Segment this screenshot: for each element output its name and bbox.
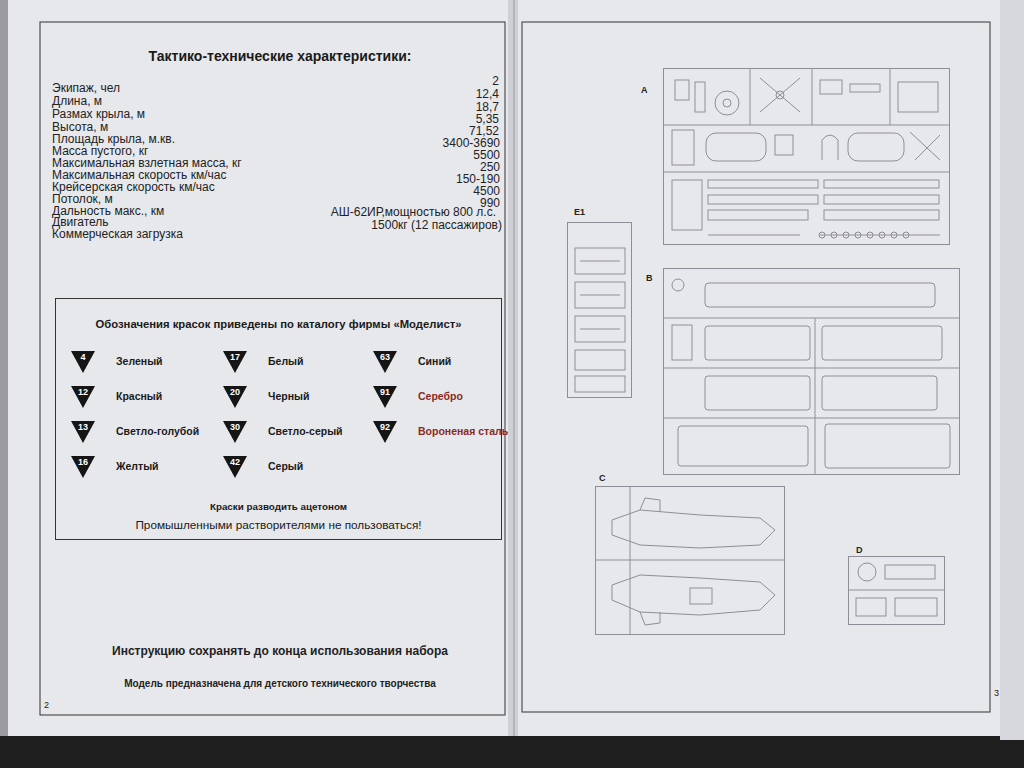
paint-number: 13 [71, 422, 95, 432]
page-number: 2 [44, 700, 49, 710]
spec-label: Экипаж, чел [52, 82, 120, 96]
paint-name: Белый [268, 355, 303, 367]
paint-number: 63 [373, 352, 397, 362]
sprue-letter: A [641, 85, 648, 95]
paint-name: Светло-голубой [116, 425, 199, 437]
paint-name: Вороненая сталь [418, 425, 508, 437]
sprue-letter: B [646, 273, 653, 283]
paint-number: 16 [71, 457, 95, 467]
spec-label: Длина, м [52, 95, 102, 109]
paint-name: Серебро [418, 390, 463, 402]
sprue-frame: E1 [567, 222, 632, 398]
paint-number: 91 [373, 387, 397, 397]
paint-name: Черный [268, 390, 309, 402]
spec-label: Коммерческая загрузка [52, 228, 183, 242]
paint-marker: 91Серебро [373, 386, 397, 408]
paint-legend-box: Обозначения красок приведены по каталогу… [55, 298, 502, 540]
paint-marker: 92Вороненая сталь [373, 421, 397, 443]
paint-number: 20 [223, 387, 247, 397]
paint-number: 17 [223, 352, 247, 362]
paint-name: Синий [418, 355, 451, 367]
paint-name: Красный [116, 390, 162, 402]
spec-value: АШ-62ИР,мощностью 800 л.с. [331, 206, 496, 220]
paint-name: Серый [268, 460, 303, 472]
sprue-letter: E1 [574, 207, 585, 217]
paint-number: 30 [223, 422, 247, 432]
sprue-letter: D [856, 545, 863, 555]
paint-name: Желтый [116, 460, 159, 472]
footer-note: Модель предназначена для детского технич… [40, 678, 520, 690]
paint-marker: 4Зеленый [71, 351, 95, 373]
paint-marker: 20Черный [223, 386, 247, 408]
paint-marker: 42Серый [223, 456, 247, 478]
sprue-frame: D [848, 556, 945, 625]
paint-number: 92 [373, 422, 397, 432]
paint-name: Зеленый [116, 355, 163, 367]
paint-number: 12 [71, 387, 95, 397]
footer-note: Инструкцию сохранять до конца использова… [40, 645, 520, 659]
paint-marker: 63Синий [373, 351, 397, 373]
paint-number: 42 [223, 457, 247, 467]
sprue-frame: C [595, 486, 785, 635]
paint-number: 4 [71, 352, 95, 362]
page-number: 3 [994, 688, 999, 698]
spec-value: 12,4 [476, 88, 499, 102]
legend-warning: Промышленными растворителями не пользова… [56, 518, 501, 532]
spec-value: 1500кг (12 пассажиров) [371, 219, 502, 233]
paint-marker: 16Желтый [71, 456, 95, 478]
spec-label: Размах крыла, м [52, 108, 145, 122]
paint-name: Светло-серый [268, 425, 343, 437]
spec-title: Тактико-технические характеристики: [60, 48, 500, 64]
paint-marker: 30Светло-серый [223, 421, 247, 443]
paint-marker: 17Белый [223, 351, 247, 373]
sprue-letter: C [599, 473, 606, 483]
spec-value: 2 [492, 75, 499, 89]
paint-marker: 13Светло-голубой [71, 421, 95, 443]
sprue-frame: A [663, 68, 950, 245]
legend-note: Краски разводить ацетоном [56, 501, 501, 512]
legend-heading: Обозначения красок приведены по каталогу… [56, 318, 501, 331]
paint-marker: 12Красный [71, 386, 95, 408]
sprue-frame: B [663, 268, 960, 475]
